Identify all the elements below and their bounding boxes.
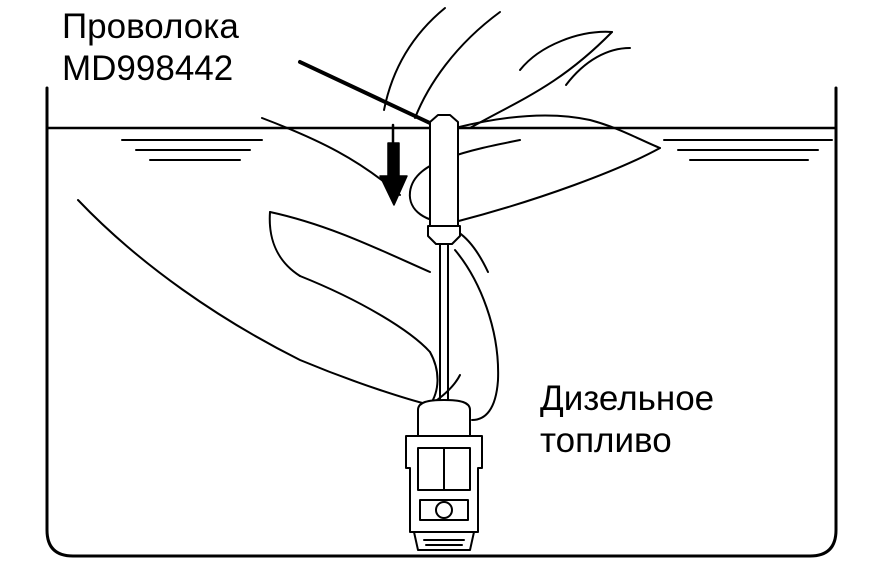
downward-arrow-icon [379, 123, 408, 206]
ripple-marks-right [663, 139, 833, 161]
wire-label-part-number: MD998442 [62, 49, 234, 88]
hand [77, 7, 661, 421]
ripple-marks-left [121, 139, 263, 161]
wire-connector [427, 114, 461, 245]
fuel-tank [45, 86, 838, 558]
wire-md998442 [439, 243, 449, 409]
fuel-pump-module [405, 399, 483, 551]
wire-label: Проволока MD998442 [62, 6, 239, 90]
wire-label-name: Проволока [62, 7, 239, 46]
fuel-label-line2: топливо [540, 421, 672, 460]
wire-leader-line [298, 60, 434, 126]
fuel-label: Дизельное топливо [540, 378, 714, 462]
fuel-label-line1: Дизельное [540, 379, 715, 418]
